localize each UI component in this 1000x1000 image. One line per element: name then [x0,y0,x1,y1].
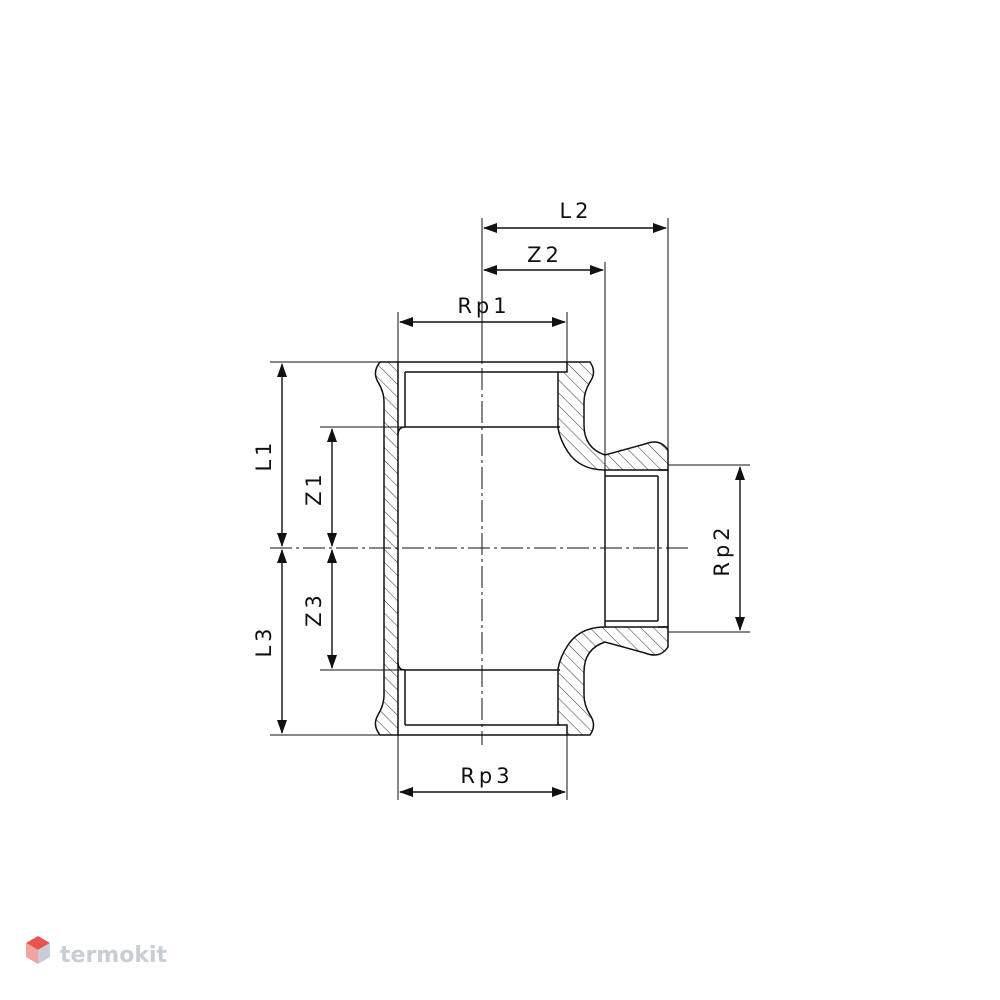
label-rp2: Rp2 [710,523,734,576]
dimension-lines [277,223,745,797]
watermark-logo: termokit [26,936,167,968]
label-z2: Z2 [527,243,563,267]
bottom-right-socket-wall [557,626,669,736]
label-z1: Z1 [302,470,326,506]
extension-lines [270,218,750,800]
label-l1: L1 [252,438,276,471]
label-z3: Z3 [302,591,326,627]
logo-text: termokit [60,943,167,968]
label-rp1: Rp1 [457,294,510,318]
label-rp3: Rp3 [460,764,513,788]
tee-fitting-body [270,335,690,745]
top-right-socket-wall [557,361,669,471]
dimension-labels: L2 Z2 Rp1 Rp3 L1 Z1 Z3 L3 Rp2 [252,199,734,788]
label-l2: L2 [559,199,592,223]
hexagon-cube-icon [26,936,50,964]
label-l3: L3 [252,624,276,657]
